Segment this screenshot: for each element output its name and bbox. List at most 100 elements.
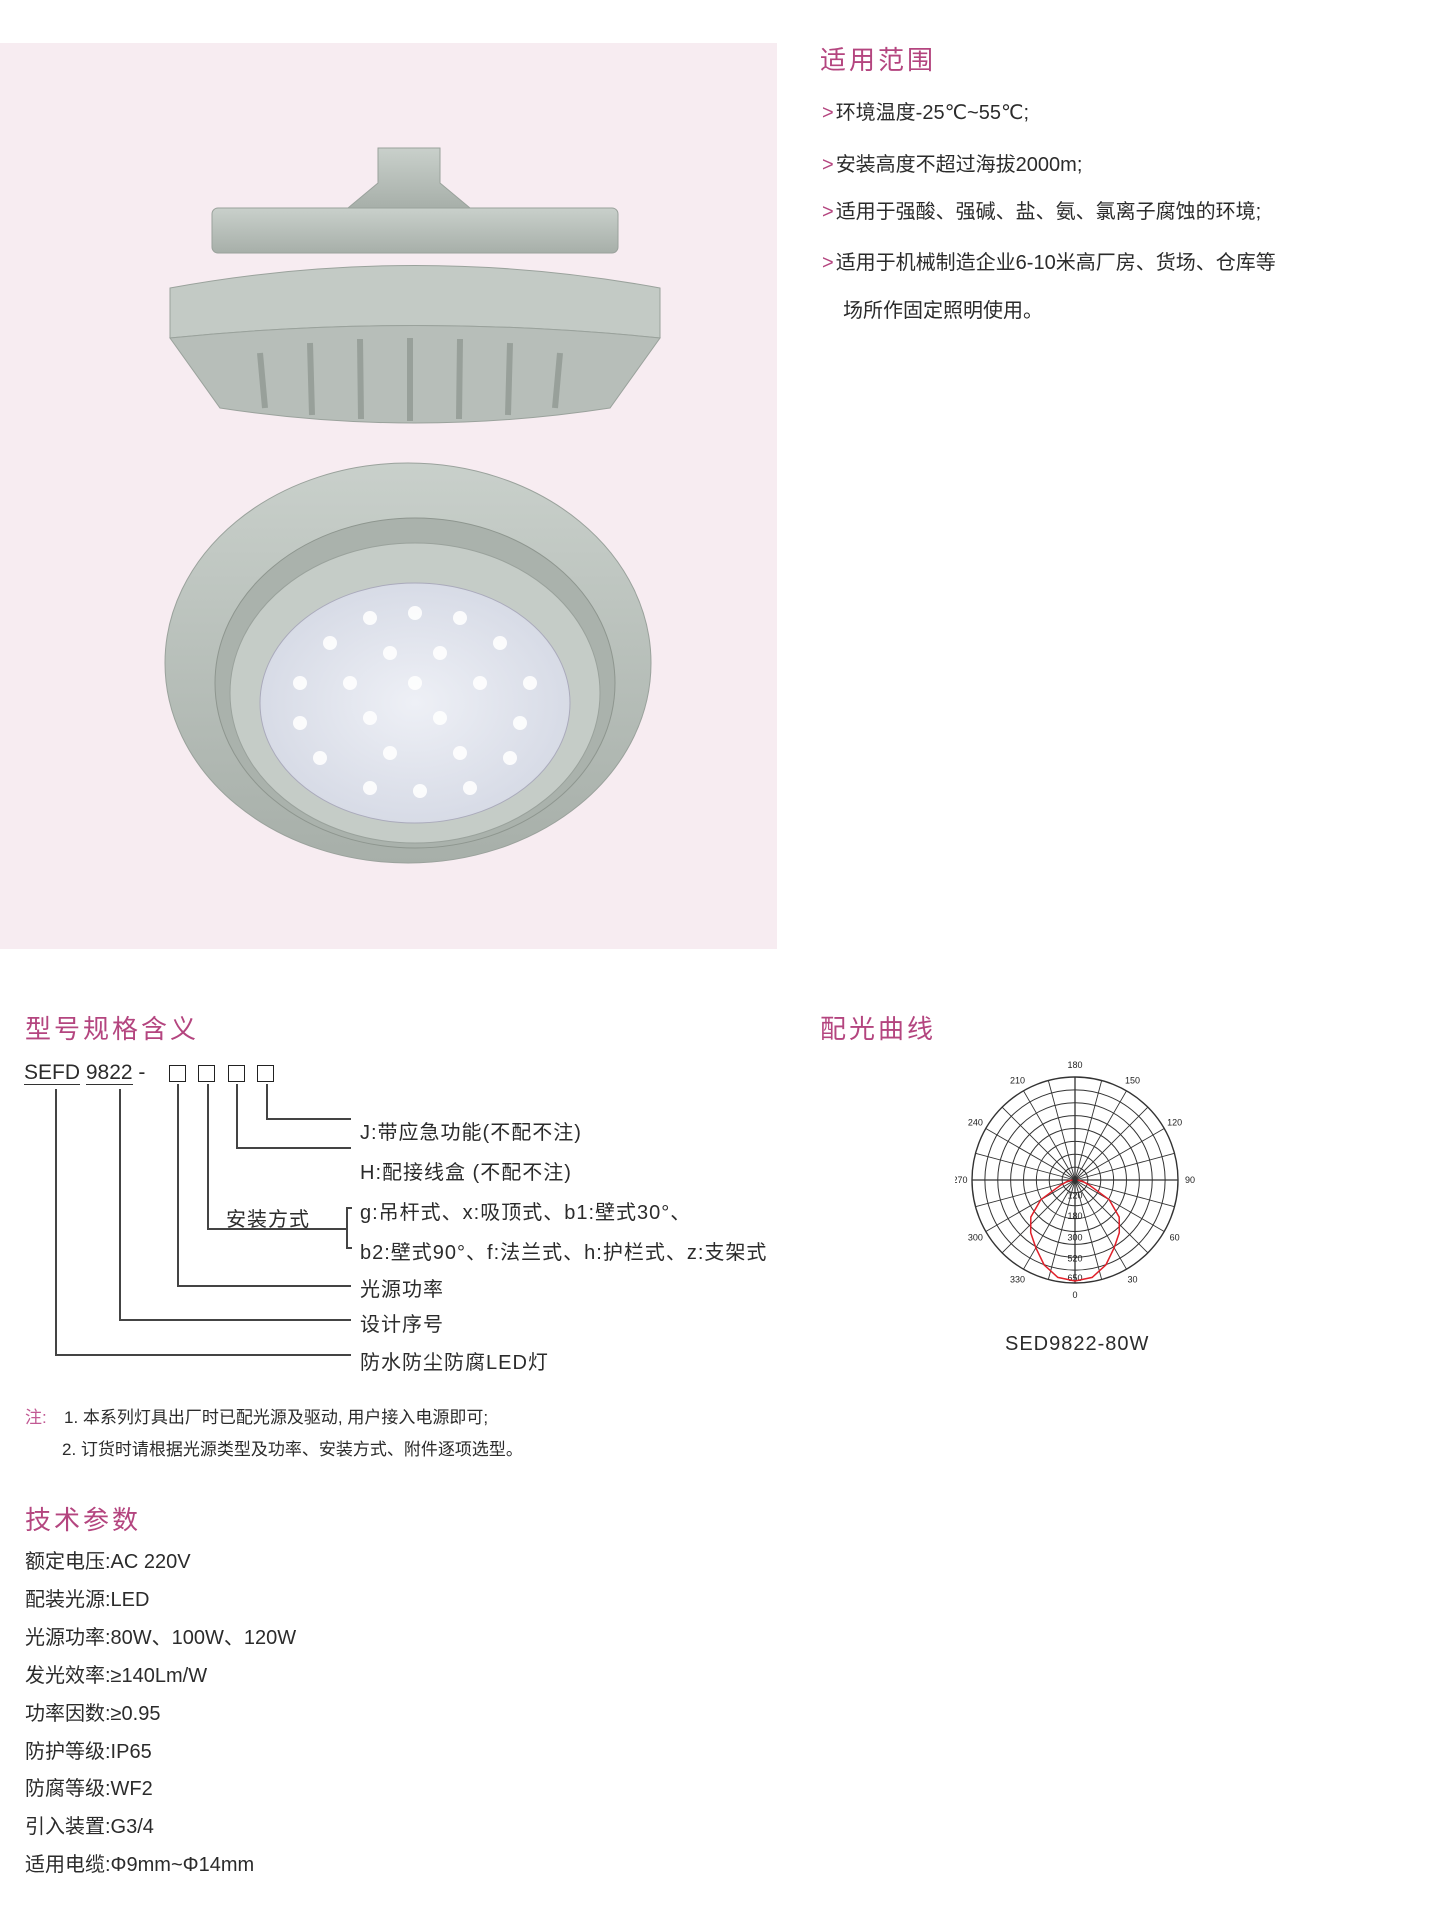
label-design: 设计序号: [360, 1314, 444, 1336]
note-item: 1. 本系列灯具出厂时已配光源及驱动, 用户接入电源即可;: [64, 1408, 489, 1427]
grid-spoke: [1047, 1080, 1076, 1181]
tech-param: 光源功率:80W、100W、120W: [25, 1627, 297, 1649]
angle-label: 270: [955, 1175, 968, 1185]
scope-item-continuation: 场所作固定照明使用。: [843, 300, 1043, 322]
grid-spoke: [985, 1179, 1076, 1232]
connector-line: [119, 1089, 121, 1319]
connector-line: [207, 1228, 346, 1230]
model-title: 型号规格含义: [25, 1014, 200, 1044]
radial-label: 520: [1067, 1253, 1082, 1263]
model-series: 9822: [85, 1061, 133, 1085]
bracket-line: [346, 1207, 348, 1247]
grid-spoke: [985, 1128, 1076, 1181]
bullet-icon: >: [822, 252, 834, 274]
radial-label: 180: [1067, 1211, 1082, 1221]
scope-item-text: 安装高度不超过海拔2000m;: [835, 154, 1083, 176]
tech-param: 防腐等级:WF2: [25, 1778, 153, 1800]
bracket-line: [346, 1207, 352, 1209]
bracket-line: [346, 1247, 352, 1249]
grid-spoke: [1074, 1179, 1149, 1254]
grid-spoke: [1074, 1090, 1127, 1181]
angle-label: 150: [1125, 1075, 1140, 1085]
scope-title: 适用范围: [820, 45, 937, 75]
scope-item: >安装高度不超过海拔2000m;: [822, 155, 1082, 175]
scope-item-text: 适用于强酸、强碱、盐、氨、氯离子腐蚀的环境;: [835, 201, 1262, 223]
angle-label: 240: [968, 1118, 983, 1128]
chart-title: 配光曲线: [820, 1014, 937, 1044]
notes-label: 注:: [25, 1408, 47, 1427]
grid-spoke: [1074, 1179, 1175, 1208]
connector-line: [236, 1084, 238, 1147]
model-code: SEFD 9822 -: [24, 1061, 145, 1085]
connector-line: [207, 1084, 209, 1228]
tech-param: 功率因数:≥0.95: [25, 1703, 161, 1725]
note-item: 2. 订货时请根据光源类型及功率、安装方式、附件逐项选型。: [62, 1440, 523, 1459]
angle-label: 120: [1167, 1118, 1182, 1128]
angle-label: 210: [1010, 1075, 1025, 1085]
connector-line: [55, 1089, 57, 1354]
lamp-front-view: [164, 462, 652, 864]
lamp-illustration: [164, 147, 661, 864]
install-method-label: 安装方式: [226, 1209, 310, 1231]
code-box-h: [228, 1065, 245, 1082]
angle-label: 300: [968, 1233, 983, 1243]
tech-param: 配装光源:LED: [25, 1589, 150, 1611]
tech-param: 防护等级:IP65: [25, 1741, 152, 1763]
grid-spoke: [1074, 1179, 1103, 1280]
grid-spoke: [1023, 1179, 1076, 1270]
polar-chart: 0306090120150180210240270300330120180300…: [955, 1060, 1195, 1300]
model-prefix: SEFD: [24, 1061, 81, 1085]
label-junction-box: H:配接线盒 (不配不注): [360, 1162, 572, 1184]
grid-spoke: [1074, 1152, 1175, 1181]
code-box-power: [169, 1065, 186, 1082]
intensity-curve: [1029, 1179, 1121, 1282]
label-install-1: g:吊杆式、x:吸顶式、b1:壁式30°、: [360, 1202, 692, 1224]
grid-spoke: [1074, 1128, 1165, 1181]
radial-label: 650: [1067, 1273, 1082, 1283]
connector-line: [266, 1118, 351, 1120]
tech-param: 发光效率:≥140Lm/W: [25, 1665, 208, 1687]
product-photo: [0, 43, 777, 949]
bullet-icon: >: [822, 154, 834, 176]
lamp-side-view: [169, 147, 661, 424]
grid-spoke: [1074, 1179, 1165, 1232]
connector-line: [236, 1147, 351, 1149]
scope-item: >适用于强酸、强碱、盐、氨、氯离子腐蚀的环境;: [822, 202, 1261, 222]
model-dash: -: [138, 1061, 146, 1084]
tech-param: 引入装置:G3/4: [25, 1816, 154, 1838]
tech-param: 适用电缆:Φ9mm~Φ14mm: [25, 1854, 255, 1876]
scope-item-text: 适用于机械制造企业6-10米高厂房、货场、仓库等: [835, 252, 1276, 274]
bullet-icon: >: [822, 102, 834, 124]
grid-spoke: [975, 1152, 1076, 1181]
angle-label: 90: [1185, 1175, 1195, 1185]
label-power: 光源功率: [360, 1279, 444, 1301]
tech-param: 额定电压:AC 220V: [25, 1551, 191, 1573]
tech-title: 技术参数: [25, 1505, 142, 1535]
grid-spoke: [1023, 1090, 1076, 1181]
scope-item-text: 环境温度-25℃~55℃;: [835, 102, 1029, 124]
angle-label: 330: [1010, 1275, 1025, 1285]
angle-label: 180: [1067, 1060, 1082, 1070]
label-product: 防水防尘防腐LED灯: [360, 1352, 549, 1374]
scope-item: >环境温度-25℃~55℃;: [822, 103, 1029, 123]
chart-caption: SED9822-80W: [1005, 1333, 1150, 1355]
radial-label: 300: [1067, 1233, 1082, 1243]
code-box-j: [257, 1065, 274, 1082]
connector-line: [119, 1319, 351, 1321]
code-box-install: [198, 1065, 215, 1082]
label-emergency: J:带应急功能(不配不注): [360, 1122, 582, 1144]
grid-spoke: [1074, 1080, 1103, 1181]
connector-line: [266, 1084, 268, 1118]
connector-line: [55, 1354, 351, 1356]
connector-line: [177, 1084, 179, 1285]
angle-label: 30: [1127, 1275, 1137, 1285]
radial-label: 120: [1067, 1190, 1082, 1200]
scope-item: >适用于机械制造企业6-10米高厂房、货场、仓库等: [822, 253, 1276, 273]
bullet-icon: >: [822, 201, 834, 223]
grid-spoke: [1047, 1179, 1076, 1280]
grid-spoke: [975, 1179, 1076, 1208]
angle-label: 60: [1170, 1233, 1180, 1243]
grid-spoke: [1074, 1179, 1127, 1270]
grid-spoke: [1074, 1106, 1149, 1181]
label-install-2: b2:壁式90°、f:法兰式、h:护栏式、z:支架式: [360, 1242, 768, 1264]
